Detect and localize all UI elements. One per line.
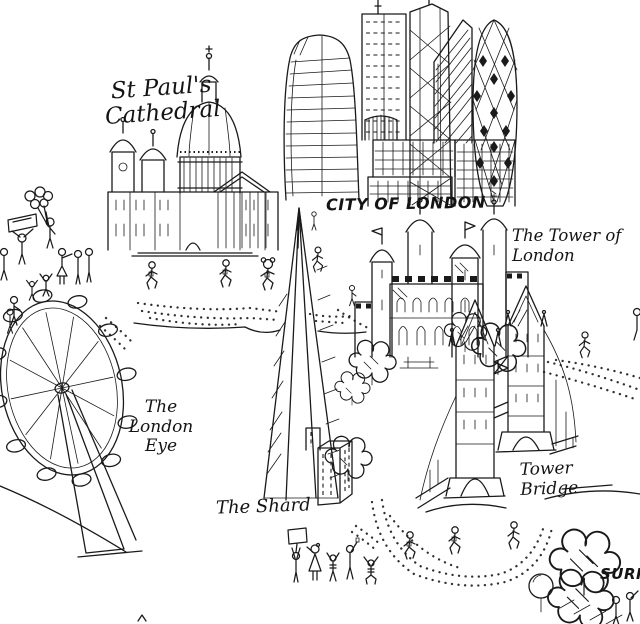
runners — [145, 211, 640, 560]
label-london-eye: The London Eye — [128, 397, 194, 457]
shard-illustration — [263, 207, 353, 506]
spectators — [0, 186, 94, 334]
label-the-shard: The Shard — [215, 494, 312, 519]
trees — [324, 311, 622, 624]
london-eye-illustration — [0, 289, 143, 558]
label-tower-of-london: The Tower of London — [512, 226, 622, 265]
tower-of-london-illustration — [354, 197, 529, 369]
st-pauls-illustration — [107, 45, 279, 257]
label-surrey-partial: SURR — [600, 565, 640, 583]
city-skyline-illustration — [283, 0, 518, 208]
label-st-pauls-cathedral: St Paul's Cathedral — [104, 71, 222, 130]
label-city-of-london: CITY OF LONDON — [325, 192, 486, 215]
spectators-bottom — [287, 527, 639, 624]
label-tower-bridge: Tower Bridge — [519, 458, 579, 500]
route-dots — [98, 301, 640, 587]
riverbank-lines — [0, 322, 640, 624]
